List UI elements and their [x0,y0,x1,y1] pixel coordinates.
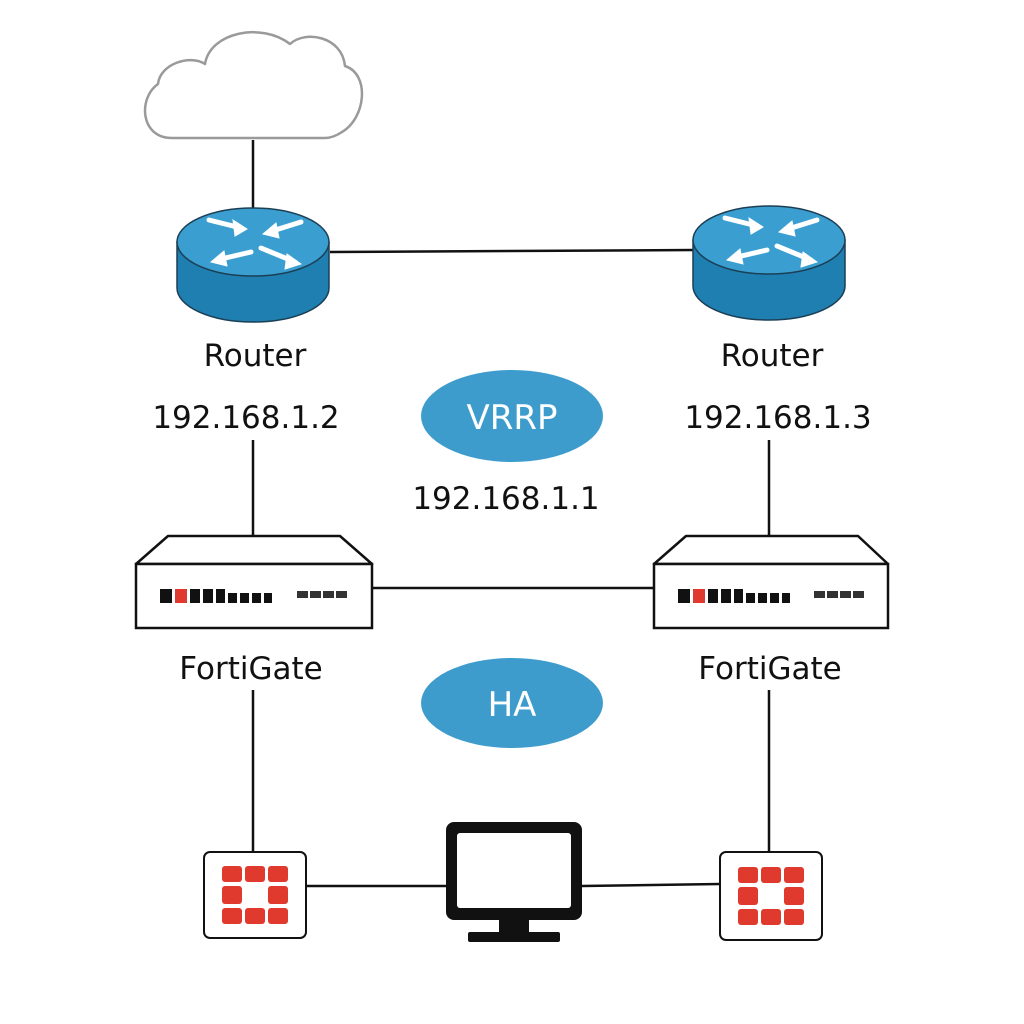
link-router-left-router-right [329,248,695,254]
connection-lines [251,140,771,888]
monitor-icon [446,822,582,942]
router-left-icon [176,207,330,323]
fortigate-left-ports [297,591,347,598]
vrrp-label: VRRP [466,398,557,438]
vrrp-badge: VRRP [421,370,603,462]
router-left-ip: 192.168.1.2 [152,400,339,436]
fortigate-left-appliance-icon [134,534,374,630]
fortigate-right-brand-logo [678,589,790,603]
fortigate-right-appliance-icon [652,534,890,630]
router-right-ip: 192.168.1.3 [684,400,871,436]
fortinet-logo-right-icon [719,851,823,941]
link-pc-switch-right [581,882,721,888]
ha-label: HA [488,685,537,725]
fortigate-left-brand-logo [160,589,272,603]
fortigate-right-ports [814,591,864,598]
fortigate-left-label: FortiGate [179,651,322,687]
router-right-icon [692,205,846,321]
router-left-label: Router [204,338,307,374]
fortinet-logo-left-icon [203,851,307,939]
ha-badge: HA [421,658,603,748]
cloud-icon [143,30,364,140]
router-right-label: Router [721,338,824,374]
vrrp-virtual-ip: 192.168.1.1 [412,481,599,517]
fortigate-right-label: FortiGate [698,651,841,687]
